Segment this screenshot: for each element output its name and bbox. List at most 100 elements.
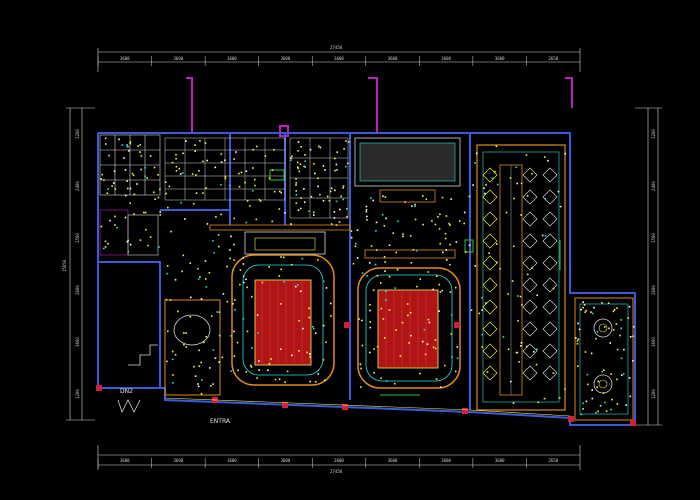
- fixture-dot: [314, 172, 316, 175]
- fixture-dot: [139, 239, 142, 241]
- fixture-dot: [516, 351, 519, 354]
- fixture-dot: [322, 280, 325, 283]
- fixture-dot: [419, 372, 421, 375]
- fixture-dot: [468, 195, 471, 198]
- fixture-dot: [445, 215, 448, 217]
- fixture-dot: [401, 321, 404, 324]
- dim-top-seg-3: 3600: [281, 56, 291, 61]
- fixture-dot: [295, 202, 298, 204]
- fixture-dot: [496, 261, 498, 264]
- fixture-dot: [283, 256, 285, 259]
- fixture-dot: [585, 309, 588, 312]
- fixture-dot: [309, 356, 311, 358]
- dim-right-seg-4: 3600: [651, 337, 656, 347]
- fixture-dot: [226, 265, 228, 268]
- fixture-dot: [251, 295, 253, 298]
- fixture-dot: [516, 182, 519, 185]
- fixture-dot: [185, 332, 187, 334]
- fixture-dot: [185, 346, 188, 348]
- fixture-dot: [577, 322, 579, 325]
- fixture-dot: [286, 370, 289, 373]
- dim-bottom-seg-4: 3600: [334, 458, 344, 463]
- fixture-dot: [486, 371, 489, 373]
- fixture-dot: [366, 275, 368, 277]
- fixture-dot: [233, 217, 235, 220]
- fixture-dot: [424, 353, 427, 356]
- fixture-dot: [280, 256, 282, 258]
- fixture-dot: [128, 150, 130, 152]
- fixture-dot: [384, 270, 386, 272]
- fixture-dot: [333, 211, 336, 213]
- fixture-dot: [145, 228, 147, 231]
- diamond-motif: [522, 321, 538, 337]
- fixture-dot: [222, 293, 225, 295]
- fixture-dot: [520, 342, 523, 344]
- fixture-dot: [180, 201, 182, 204]
- dim-top-seg-6: 3600: [441, 56, 451, 61]
- fixture-dot: [404, 201, 406, 203]
- fixture-dot: [450, 314, 453, 316]
- fixture-dot: [595, 337, 597, 340]
- carpet-left: [254, 279, 312, 366]
- fixture-dot: [103, 247, 105, 250]
- dim-top-total: 27450: [330, 45, 343, 50]
- fixture-dot: [109, 219, 111, 222]
- fixture-dot: [619, 334, 621, 337]
- fixture-dot: [330, 187, 333, 190]
- fixture-dot: [329, 302, 332, 305]
- fixture-dot: [587, 383, 589, 386]
- dim-top-seg-8: 2650: [548, 56, 558, 61]
- fixture-dot: [496, 243, 498, 245]
- fixture-dot: [535, 363, 538, 366]
- fixture-dot: [298, 170, 301, 173]
- fixture-dot: [385, 380, 388, 382]
- fixture-dot: [432, 288, 434, 291]
- fixture-dot: [205, 286, 208, 288]
- entry-label: ENTRA: [210, 418, 231, 425]
- fixture-dot: [280, 303, 282, 305]
- fixture-dot: [481, 297, 483, 299]
- diamond-motif: [542, 211, 558, 227]
- dim-top-seg-5: 3600: [388, 56, 398, 61]
- fixture-dot: [395, 251, 398, 254]
- fixture-dot: [521, 304, 523, 306]
- fixture-dot: [518, 361, 520, 363]
- fixture-dot: [233, 330, 235, 333]
- fixture-dot: [449, 243, 451, 246]
- fixture-dot: [206, 223, 209, 225]
- diamond-motif: [522, 211, 538, 227]
- fixture-dot: [608, 327, 610, 330]
- fixture-dot: [485, 302, 487, 304]
- fixture-dot: [347, 162, 349, 165]
- fixture-dot: [590, 311, 592, 313]
- fixture-dot: [166, 265, 169, 267]
- diamond-motif: [522, 365, 538, 381]
- fixture-dot: [438, 310, 440, 312]
- fixture-dot: [114, 215, 116, 218]
- fixture-dot: [172, 374, 174, 376]
- fixture-dot: [233, 259, 235, 261]
- fixture-dot: [217, 234, 220, 236]
- fixture-dot: [183, 332, 185, 334]
- fixture-dot: [210, 385, 212, 387]
- fixture-dot: [361, 344, 364, 347]
- fixture-dot: [425, 198, 428, 201]
- fixture-dot: [370, 197, 372, 199]
- fixture-dot: [439, 242, 441, 245]
- dim-right-seg-1: 2400: [651, 181, 656, 191]
- dimension-lines: [66, 48, 662, 470]
- fixture-dot: [610, 408, 612, 411]
- fixture-dot: [127, 251, 130, 253]
- fixture-dot: [306, 351, 308, 354]
- fixture-dot: [388, 244, 391, 246]
- fixture-dot: [584, 311, 586, 313]
- dim-right-seg-5: 1200: [651, 389, 656, 399]
- green-fixtures: [269, 169, 561, 396]
- dim-top-seg-7: 3600: [495, 56, 505, 61]
- fixture-dot: [484, 192, 486, 195]
- fixture-dot: [278, 190, 281, 193]
- fixture-dot: [189, 316, 192, 318]
- fixture-dot: [366, 219, 368, 221]
- fixture-dot: [299, 163, 302, 165]
- fixture-dot: [470, 309, 473, 311]
